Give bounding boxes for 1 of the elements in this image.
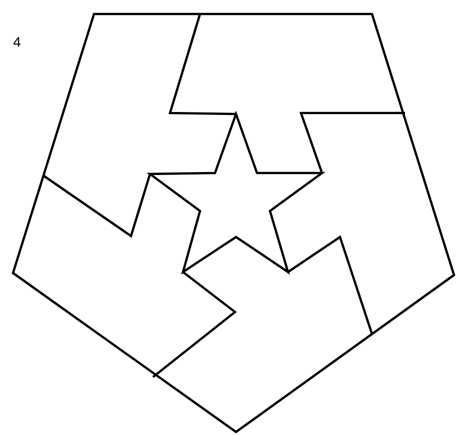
figure-number: 4 [13,37,20,47]
